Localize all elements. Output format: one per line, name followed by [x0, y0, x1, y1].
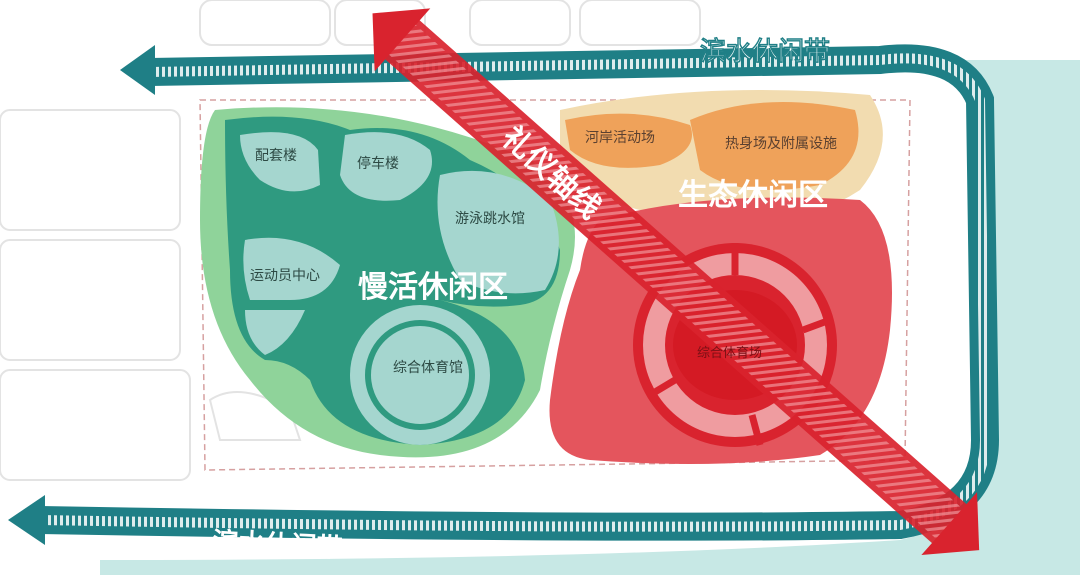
riverside-arrow-bottom	[8, 495, 45, 545]
label-riverbank-activity: 河岸活动场	[585, 130, 655, 146]
label-riverside-bottom: 滨水休闲带	[212, 526, 343, 564]
label-riverside-top: 滨水休闲带	[700, 36, 830, 67]
street-grid	[0, 0, 701, 481]
label-stadium: 综合体育场	[697, 345, 762, 361]
riverbank-activity-area	[565, 113, 692, 168]
ceremonial-axis	[372, 8, 980, 556]
axis-arrow-end	[921, 492, 980, 556]
label-slow-zone: 慢活休闲区	[358, 270, 508, 305]
label-eco-zone: 生态休闲区	[678, 178, 828, 213]
warmup-area	[690, 102, 859, 190]
label-gymnasium: 综合体育馆	[393, 360, 463, 376]
label-warmup-facilities: 热身场及附属设施	[725, 136, 837, 152]
axis-arrow-start	[372, 8, 431, 72]
athlete-center-building	[243, 237, 340, 300]
aquatics-building	[437, 170, 559, 294]
label-athlete-center: 运动员中心	[250, 268, 320, 284]
parking-building	[340, 132, 432, 201]
river	[100, 60, 1080, 575]
label-parking-building: 停车楼	[357, 155, 399, 172]
athlete-center-wing	[245, 310, 305, 355]
support-building	[240, 132, 320, 192]
label-aquatics-center: 游泳跳水馆	[455, 211, 525, 227]
label-support-building: 配套楼	[255, 148, 297, 164]
riverside-arrow-top	[120, 45, 155, 95]
